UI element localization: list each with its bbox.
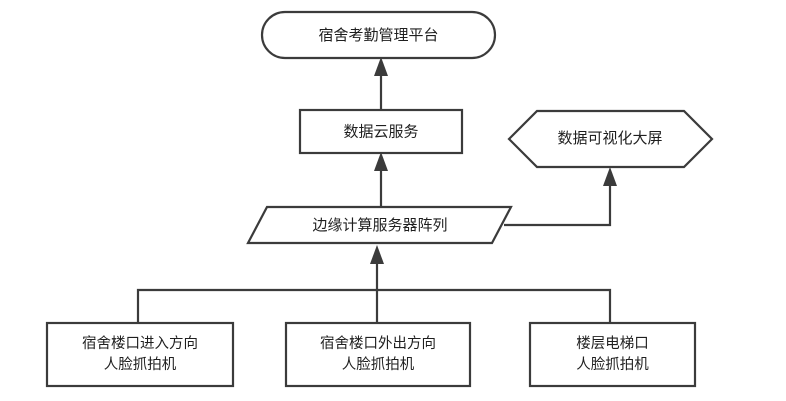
node-platform-shape[interactable]: [260, 10, 497, 60]
node-camera-in[interactable]: 宿舍楼口进入方向 人脸抓拍机: [45, 321, 235, 388]
node-camera-in-shape[interactable]: [45, 321, 235, 388]
node-platform-label: 宿舍考勤管理平台: [318, 27, 438, 44]
node-camera-in-label-line1: 宿舍楼口进入方向: [82, 335, 198, 352]
node-camera-elevator-label-line1: 楼层电梯口: [576, 335, 649, 352]
node-cloud-service[interactable]: 数据云服务: [298, 108, 464, 155]
edge-server-to-cloud: [374, 152, 388, 207]
arrow-head-icon: [374, 57, 388, 76]
node-visualization-shape[interactable]: [507, 109, 714, 169]
arrow-head-icon: [370, 245, 384, 264]
node-camera-in-label-line2: 人脸抓拍机: [104, 356, 177, 373]
node-cloud-service-shape[interactable]: [298, 108, 464, 155]
node-camera-out[interactable]: 宿舍楼口外出方向 人脸抓拍机: [284, 321, 472, 388]
node-camera-out-label-line1: 宿舍楼口外出方向: [320, 335, 436, 352]
edge-server-to-visualization: [504, 167, 617, 227]
node-camera-out-label-line2: 人脸抓拍机: [342, 356, 415, 373]
node-edge-server-label: 边缘计算服务器阵列: [312, 216, 447, 234]
node-platform[interactable]: 宿舍考勤管理平台: [260, 10, 497, 60]
node-visualization-label: 数据可视化大屏: [557, 130, 662, 147]
edge-cloud-to-platform: [374, 57, 388, 110]
node-camera-elevator-shape[interactable]: [528, 321, 697, 388]
arrow-head-icon: [374, 152, 388, 171]
edge-line: [504, 180, 612, 227]
edge-bus-line: [136, 288, 612, 323]
node-camera-elevator-label-line2: 人脸抓拍机: [576, 356, 649, 373]
node-cloud-service-label: 数据云服务: [343, 123, 418, 140]
node-edge-server[interactable]: 边缘计算服务器阵列: [246, 205, 513, 245]
node-camera-out-shape[interactable]: [284, 321, 472, 388]
edge-cameras-to-server: [136, 245, 612, 323]
arrow-head-icon: [603, 167, 617, 186]
node-visualization[interactable]: 数据可视化大屏: [507, 109, 714, 169]
node-edge-server-shape[interactable]: [246, 205, 513, 245]
node-camera-elevator[interactable]: 楼层电梯口 人脸抓拍机: [528, 321, 697, 388]
